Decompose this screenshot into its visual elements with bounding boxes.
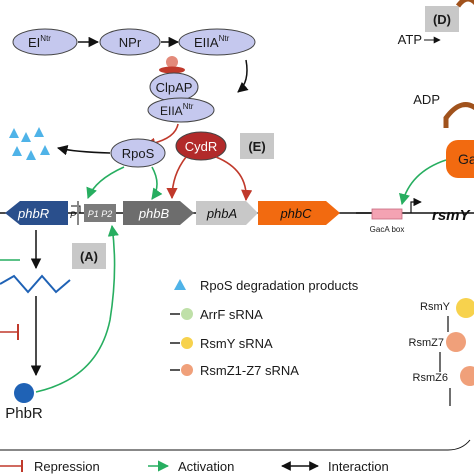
adp-label: ADP (413, 92, 440, 107)
cydr-node: CydR (175, 131, 227, 161)
rsmz6-srna-label: RsmZ6 (413, 372, 448, 384)
legend-degradation-icon (174, 279, 186, 290)
clpap-node: ClpAP (149, 56, 199, 102)
rsmY-gene-label: rsmY (432, 207, 472, 224)
promoter-divider (77, 201, 79, 225)
rsmy-srna-icon (456, 298, 474, 318)
rsmY-promoter-arrow (410, 197, 422, 213)
repression-cydr-phbB (166, 156, 187, 200)
phbA-gene-label: phbA (206, 206, 237, 221)
legend-arrf-label: ArrF sRNA (200, 307, 263, 322)
legend-rsmy-icon (181, 337, 193, 349)
svg-text:EIIANtr: EIIANtr (194, 34, 230, 50)
sensor-domain-bottom (443, 102, 474, 128)
rpos-degradation-products (9, 127, 50, 160)
phbC-gene-label: phbC (279, 206, 312, 221)
phbR-gene-label: phbR (17, 206, 49, 221)
arrow-eiia-to-clpap (237, 59, 249, 93)
activation-phbr-phbB (35, 224, 119, 393)
eiia-node-top: EIIANtr (178, 28, 256, 56)
gaca-box (371, 208, 403, 220)
sensor-domain-top (455, 0, 474, 8)
rsmz7-srna-label: RsmZ7 (409, 337, 444, 349)
activation-gac-gaca (399, 159, 447, 206)
svg-text:RpoS: RpoS (122, 146, 155, 161)
phbR-gene (5, 201, 68, 225)
phbR-promoter-arrow (71, 205, 81, 213)
svg-text:CydR: CydR (185, 139, 218, 154)
panel-label-e: (E) (240, 133, 274, 159)
phbC-gene (258, 201, 340, 225)
key-repression-label: Repression (34, 459, 100, 474)
arrow-rpos-degradation (56, 145, 111, 156)
phbB-gene (123, 201, 194, 225)
key-interaction-label: Interaction (328, 459, 389, 474)
phbA-gene (196, 201, 258, 225)
svg-text:(D): (D) (433, 12, 451, 27)
npr-node: NPr (99, 28, 161, 56)
legend-rsmz-label: RsmZ1-Z7 sRNA (200, 363, 299, 378)
rsmz7-srna-icon (446, 332, 466, 352)
phbB-gene-label: phbB (138, 206, 170, 221)
panel-label-d: (D) (425, 6, 459, 32)
legend-rsmz-icon (181, 364, 193, 376)
gaca-box-label: GacA box (370, 225, 405, 234)
svg-text:NPr: NPr (119, 35, 142, 50)
activation-rpos-phbR (86, 166, 125, 200)
p1p2-label: P1 P2 (88, 209, 113, 219)
svg-text:(E): (E) (248, 139, 265, 154)
svg-text:Ga: Ga (458, 151, 474, 167)
rsmy-srna-label: RsmY (420, 301, 451, 313)
phbr-protein: PhbR (5, 383, 43, 422)
repression-cydr-phbC (215, 156, 253, 202)
svg-text:EIIANtr: EIIANtr (160, 102, 194, 118)
rpos-node: RpoS (110, 138, 166, 168)
activation-rpos-phbB (151, 166, 163, 200)
svg-text:EINtr: EINtr (28, 34, 51, 50)
phbR-promoter-label: P (70, 210, 76, 220)
phbR-mrna (0, 274, 71, 294)
svg-text:(A): (A) (80, 249, 98, 264)
frame-bottom-line (0, 439, 471, 451)
p1p2-promoter-box (84, 204, 116, 222)
key-activation-label: Activation (178, 459, 234, 474)
legend-rsmy-label: RsmY sRNA (200, 336, 273, 351)
atp-label: ATP (398, 32, 422, 47)
panel-label-a: (A) (72, 243, 106, 269)
ei-node: EINtr (12, 28, 78, 56)
svg-text:PhbR: PhbR (5, 405, 43, 422)
rsmz6-srna-icon (460, 366, 474, 386)
eiia-node-bottom: EIIANtr (147, 97, 215, 123)
gac-node: Ga (446, 140, 474, 178)
legend-arrf-icon (181, 308, 193, 320)
legend-degradation-label: RpoS degradation products (200, 278, 359, 293)
svg-text:ClpAP: ClpAP (156, 80, 193, 95)
